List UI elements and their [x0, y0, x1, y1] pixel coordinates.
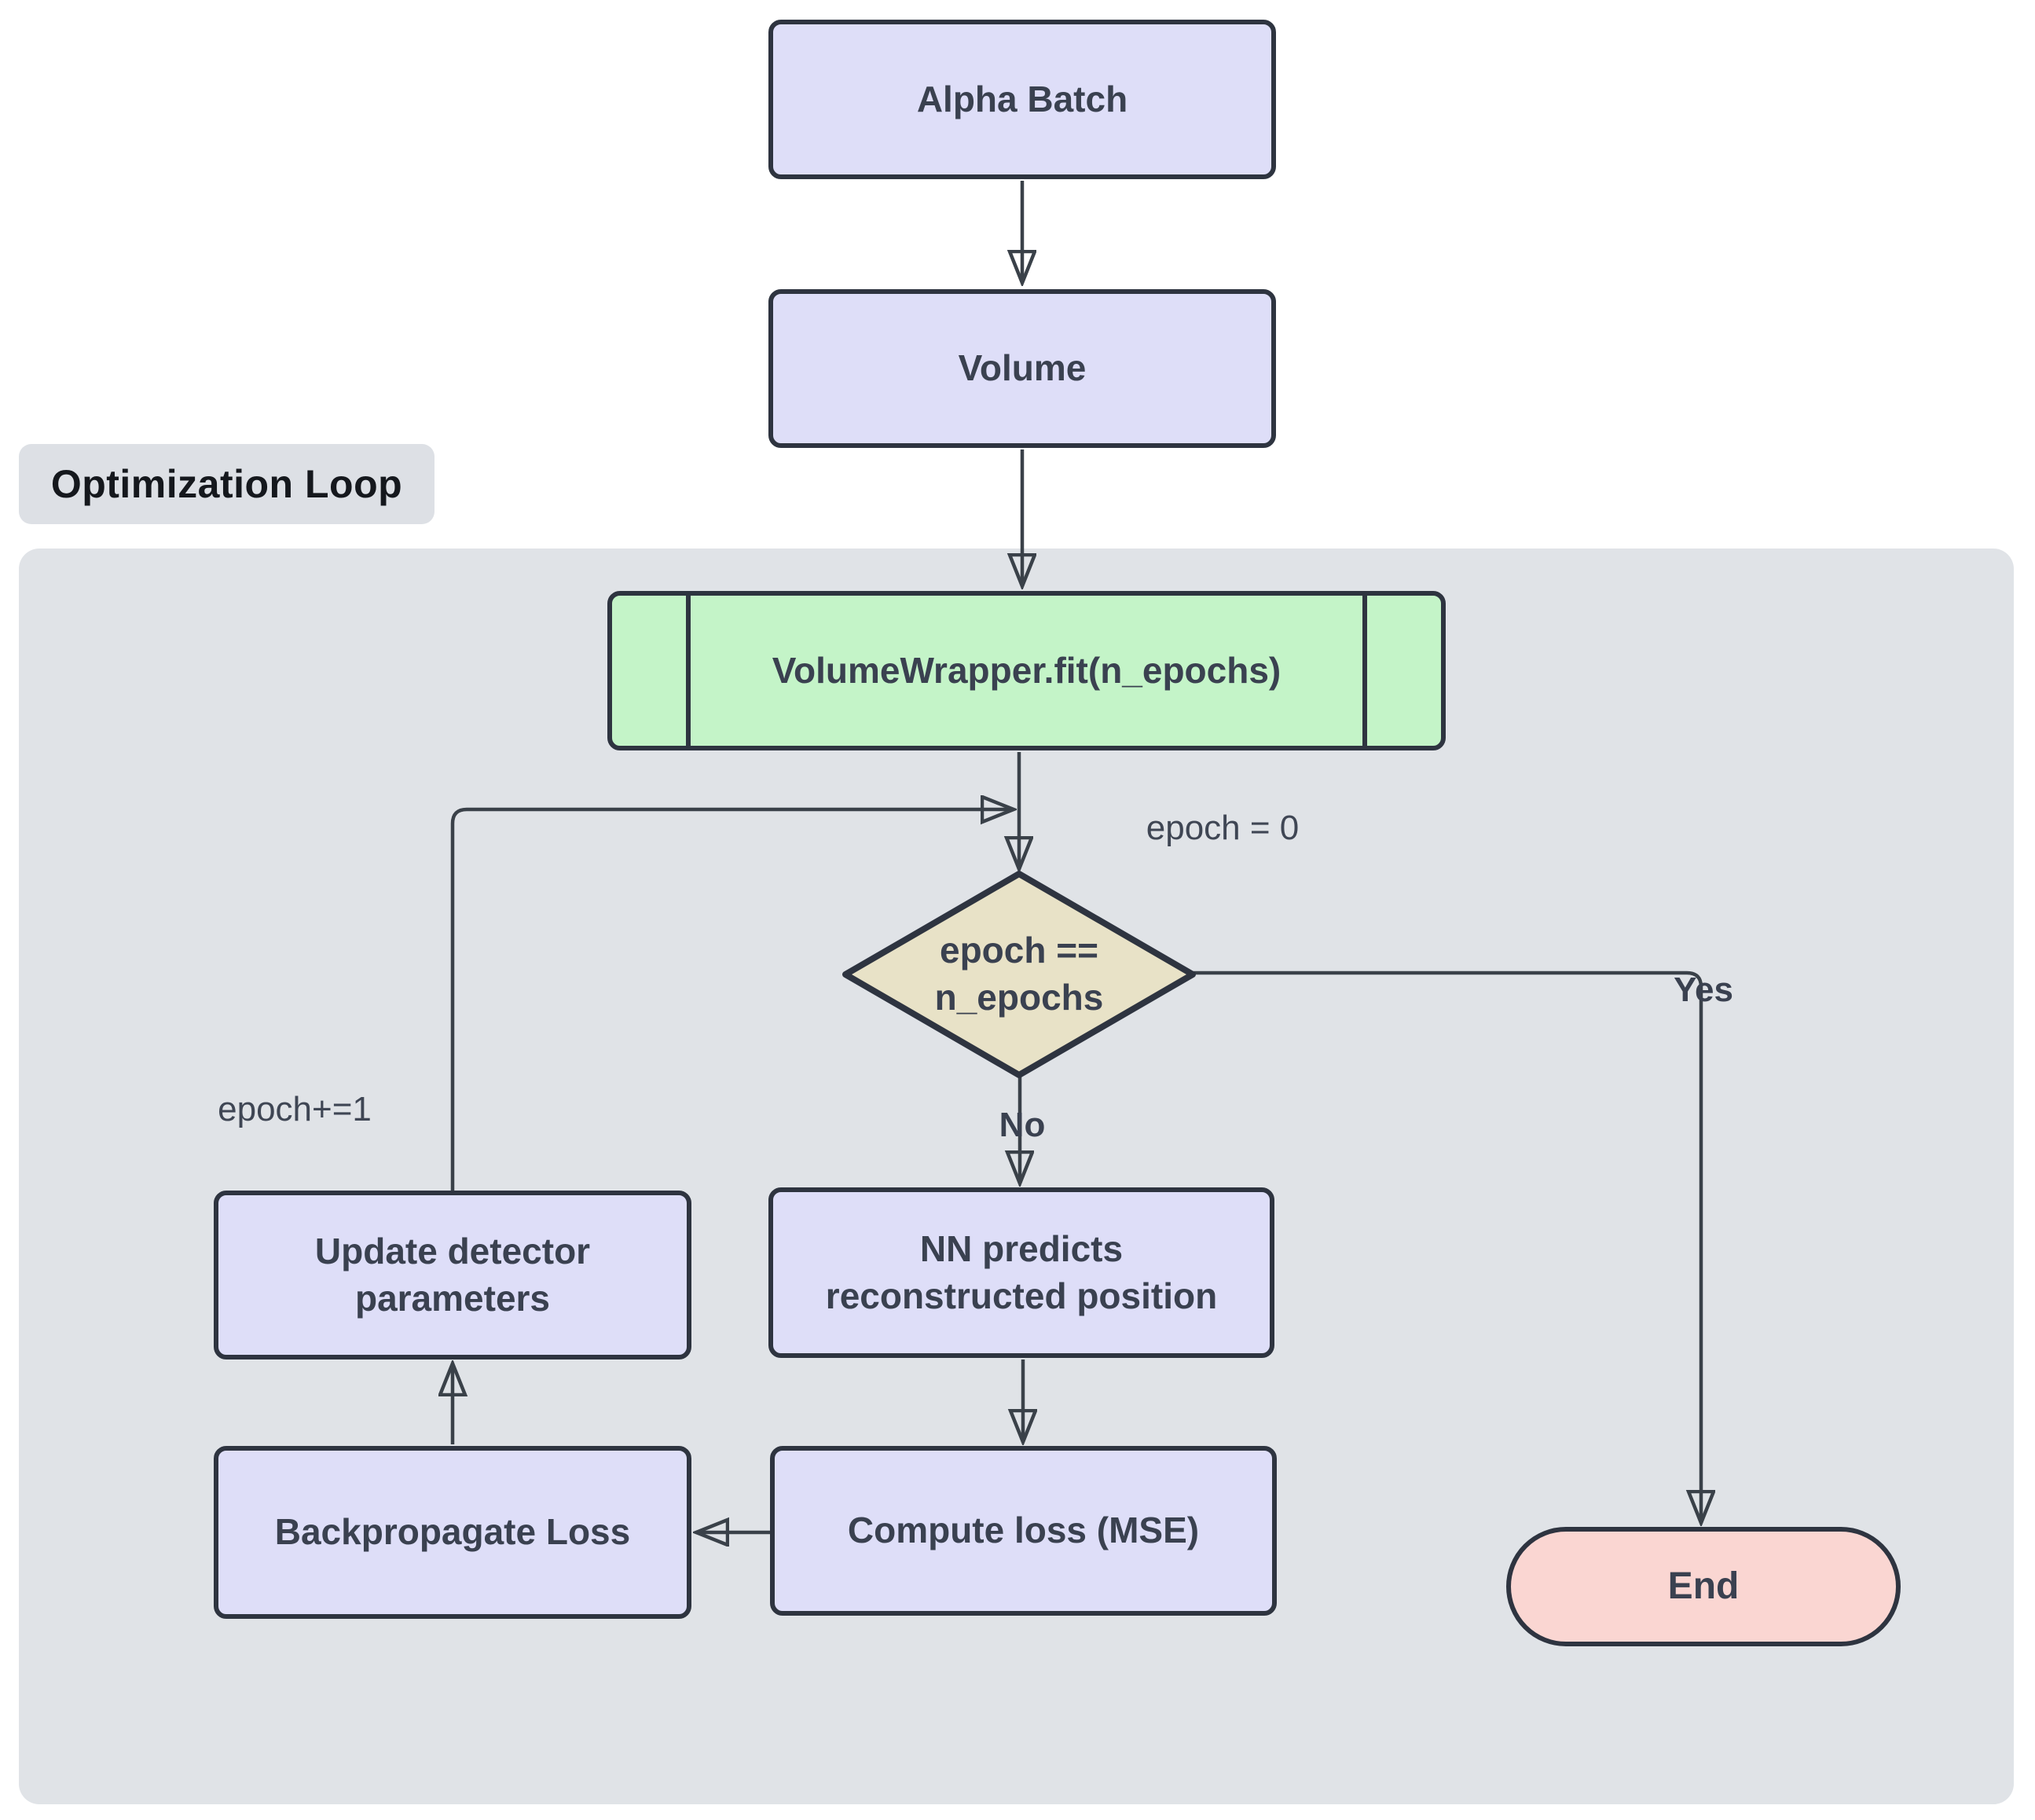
node-volume-label: Volume — [958, 347, 1087, 389]
decision-diamond-shape — [842, 871, 1196, 1078]
node-decision-label: epoch == n_epochs — [934, 930, 1104, 1018]
node-end-terminator: End — [1506, 1527, 1901, 1646]
node-nn-predicts: NN predicts reconstructed position — [768, 1187, 1274, 1358]
node-alpha-batch-label: Alpha Batch — [916, 78, 1128, 119]
node-backpropagate-loss: Backpropagate Loss — [214, 1446, 691, 1619]
edge-label-epoch-increment: epoch+=1 — [218, 1090, 372, 1128]
node-update-detector-params: Update detector parameters — [214, 1191, 691, 1359]
node-decision-epoch: epoch == n_epochs — [838, 867, 1200, 1082]
node-compute-loss: Compute loss (MSE) — [770, 1446, 1277, 1616]
node-update-detector-params-label: Update detector parameters — [314, 1230, 591, 1319]
node-volumewrapper-fit-subroutine: VolumeWrapper.fit(n_epochs) — [607, 591, 1446, 750]
subroutine-right-bar — [1362, 596, 1367, 746]
node-end-label: End — [1667, 1565, 1740, 1607]
node-alpha-batch: Alpha Batch — [768, 20, 1276, 179]
edge-label-yes: Yes — [1674, 971, 1733, 1009]
edge-label-epoch-init: epoch = 0 — [1146, 809, 1300, 847]
optimization-loop-label: Optimization Loop — [19, 444, 434, 524]
edge-label-no: No — [999, 1106, 1046, 1144]
node-nn-predicts-label: NN predicts reconstructed position — [825, 1227, 1218, 1316]
node-backpropagate-loss-label: Backpropagate Loss — [274, 1511, 631, 1553]
subroutine-left-bar — [686, 596, 691, 746]
node-volume: Volume — [768, 289, 1276, 448]
node-volumewrapper-fit-label: VolumeWrapper.fit(n_epochs) — [772, 649, 1282, 691]
node-compute-loss-label: Compute loss (MSE) — [847, 1510, 1200, 1551]
optimization-loop-label-text: Optimization Loop — [50, 462, 403, 506]
